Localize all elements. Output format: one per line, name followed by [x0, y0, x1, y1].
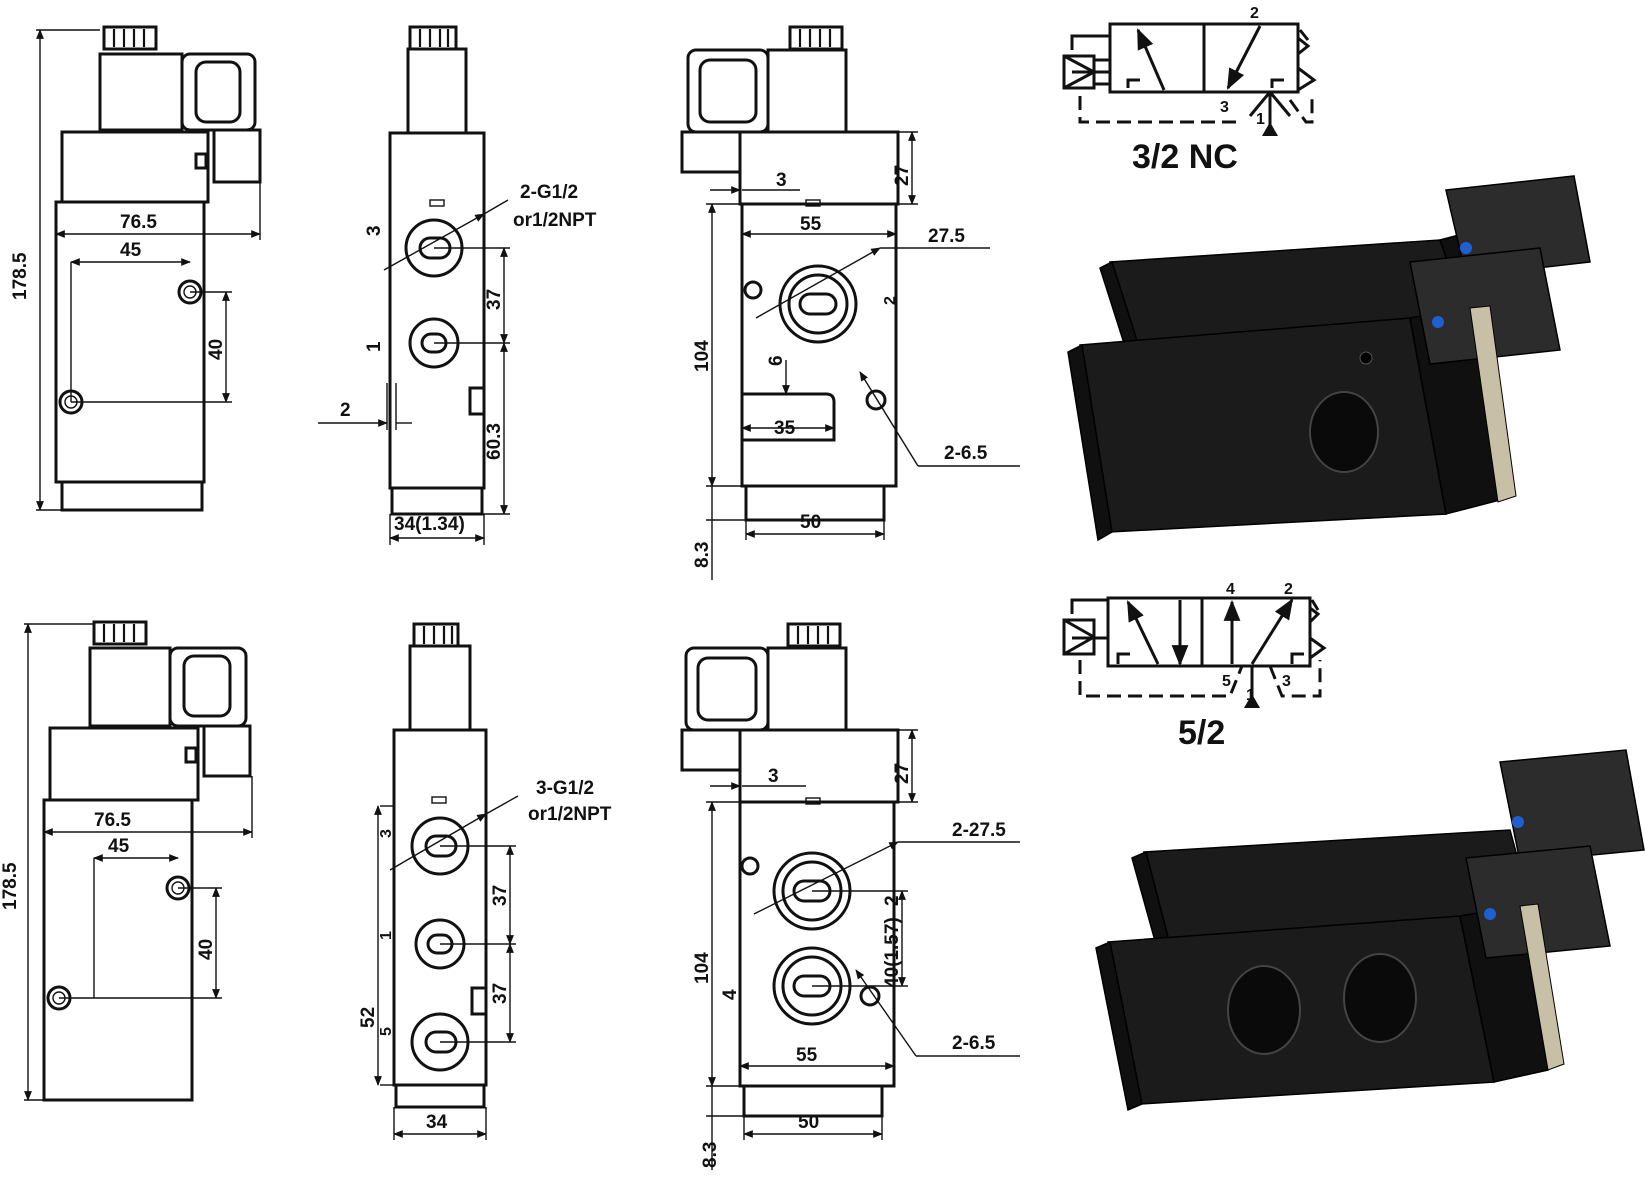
symbol-3-2-nc: 2 3 1 3/2 NC [1062, 5, 1317, 176]
valve-body-rear [740, 202, 898, 488]
connector-photo [1445, 175, 1591, 277]
front-width-label: 76.5 [94, 810, 131, 831]
rear-mount-holes-label: 2-6.5 [952, 1033, 996, 1054]
valve-body-side [388, 131, 486, 490]
valve-photo-front [1079, 317, 1447, 533]
coil-nut [786, 622, 842, 648]
connector-base [212, 128, 262, 184]
connector-photo [1499, 749, 1645, 863]
side-view-top: 2 3 1 2-G1/2 or1/2NPT 37 60.3 34(1.34) [318, 25, 597, 545]
side-port-c-label: 5 [378, 1027, 395, 1036]
connector-base [680, 130, 742, 174]
rear-base-offset-label: 8.3 [692, 542, 713, 568]
port-in-label: 1 [1256, 111, 1265, 128]
port-out-label: 2 [1250, 5, 1259, 22]
side-port-label-alt: or1/2NPT [528, 804, 612, 825]
valve-body-rear [738, 800, 896, 1088]
rear-view-top: 27 3 55 27.5 2 6 35 2-6.5 104 8.3 50 [680, 25, 1020, 580]
valve-head [48, 726, 200, 802]
side-port-a-label: 3 [364, 225, 385, 236]
solenoid-coil [98, 52, 184, 132]
valve-head [738, 728, 900, 804]
side-port-b-label: 1 [378, 931, 395, 940]
rear-port-num-label: 2 [882, 296, 899, 305]
coil-nut [102, 25, 158, 51]
side-port-b-label: 1 [364, 341, 385, 352]
front-height-label: 178.5 [10, 252, 31, 300]
rear-port-num-label: 4 [720, 989, 741, 1000]
side-span-b-label: 60.3 [484, 423, 505, 460]
front-hole-vertical-label: 40 [206, 339, 227, 360]
rear-coil-height-label: 27 [892, 165, 913, 186]
solenoid-coil [406, 47, 468, 135]
solenoid-coil [766, 48, 848, 134]
rear-base-offset-label: 8.3 [700, 1142, 721, 1168]
symbol-3-2-title: 3/2 NC [1132, 138, 1238, 176]
product-photo-5-2 [1095, 749, 1645, 1112]
rear-coil-offset-label: 3 [776, 170, 787, 191]
rear-coil-offset-label: 3 [768, 766, 779, 787]
solenoid-coil [88, 646, 172, 728]
port-exhaust-label: 3 [1220, 99, 1229, 116]
rear-port-dia-label: 2-27.5 [952, 820, 1006, 841]
front-height-label: 178.5 [0, 862, 21, 910]
symbol-5-2: 4 2 5 1 3 5/2 [1062, 581, 1327, 752]
rear-base-width-label: 50 [798, 1112, 819, 1133]
side-port-a-label: 3 [378, 829, 395, 838]
rear-height-label: 104 [692, 340, 713, 372]
side-width-label: 34(1.34) [394, 514, 465, 535]
port-2 [778, 264, 858, 344]
solenoid-coil [766, 646, 848, 732]
side-view-bottom: 3 1 5 52 3-G1/2 or1/2NPT 37 37 34 [358, 622, 612, 1140]
rear-coil-height-label: 27 [892, 763, 913, 784]
rear-slot-width-label: 35 [774, 418, 796, 439]
connector-plug [180, 52, 257, 132]
port-b-label: 2 [1284, 581, 1293, 598]
front-view-bottom: 178.5 76.5 45 40 [0, 620, 253, 1102]
rear-body-width-label: 55 [796, 1045, 818, 1066]
rear-port-num-b-label: 2 [882, 895, 903, 906]
valve-head [60, 130, 210, 204]
front-view-top: 178.5 76.5 45 40 [10, 25, 262, 512]
port-a-label: 4 [1226, 581, 1235, 598]
connector-base [680, 728, 742, 772]
front-width-label: 76.5 [120, 212, 157, 233]
side-width-label: 34 [426, 1112, 448, 1133]
side-span-a-label: 37 [490, 885, 511, 906]
front-hole-spacing-label: 45 [120, 240, 142, 261]
product-photo-3-2 [1067, 175, 1591, 542]
port-exhaust-b-label: 3 [1282, 673, 1291, 690]
side-span-a-label: 37 [484, 289, 505, 310]
rear-slot-depth-label: 6 [766, 355, 787, 366]
valve-body [42, 798, 194, 1102]
symbol-5-2-title: 5/2 [1178, 714, 1225, 752]
rear-mount-holes-label: 2-6.5 [944, 443, 988, 464]
solenoid-coil [408, 644, 472, 732]
side-port-label: 3-G1/2 [536, 778, 594, 799]
connector-plug [168, 646, 248, 728]
rear-base-width-label: 50 [800, 512, 821, 533]
rear-body-width-label: 55 [800, 214, 822, 235]
rear-view-bottom: 27 3 2-27.5 4 40(1.57) 2 2-6.5 55 104 8.… [680, 622, 1020, 1170]
rear-port-dia-label: 27.5 [928, 226, 965, 247]
rear-height-label: 104 [692, 952, 713, 984]
front-hole-spacing-label: 45 [108, 836, 130, 857]
side-port-label: 2-G1/2 [520, 182, 578, 203]
valve-head [738, 130, 900, 206]
coil-nut [788, 25, 844, 51]
side-offset-label: 2 [340, 400, 351, 421]
connector-base [202, 724, 252, 778]
side-port-label-alt: or1/2NPT [513, 210, 597, 231]
front-hole-vertical-label: 40 [196, 939, 217, 960]
side-height-label: 52 [358, 1007, 379, 1028]
rear-port-spacing-label: 40(1.57) [882, 917, 903, 988]
coil-nut [92, 620, 148, 646]
port-exhaust-a-label: 5 [1222, 673, 1231, 690]
side-span-b-label: 37 [490, 983, 511, 1004]
